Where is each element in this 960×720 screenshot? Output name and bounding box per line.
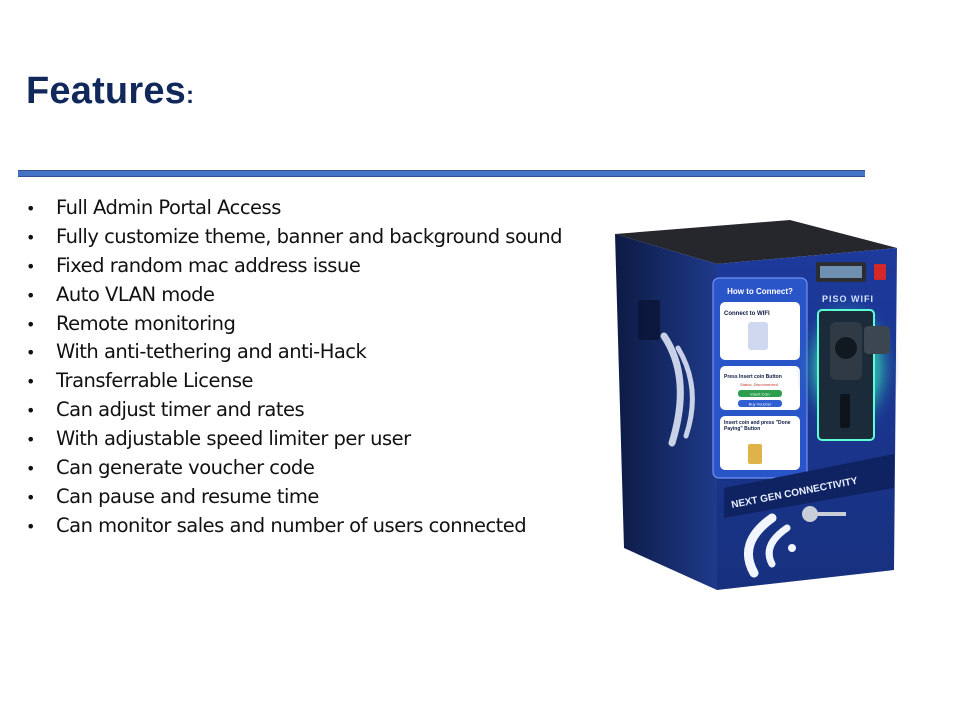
side-speaker-grille — [638, 300, 660, 340]
bullet-icon: • — [26, 343, 35, 363]
feature-text: With anti-tethering and anti-Hack — [56, 340, 367, 364]
feature-text: Fixed random mac address issue — [56, 253, 361, 277]
coin-hand-icon — [748, 444, 762, 464]
svg-text:Press Insert coin Button: Press Insert coin Button — [724, 374, 782, 380]
phone-icon — [748, 322, 768, 350]
feature-text: Fully customize theme, banner and backgr… — [56, 224, 563, 248]
bullet-icon: • — [26, 459, 35, 479]
feature-text: Transferrable License — [56, 369, 254, 393]
feature-text: With adjustable speed limiter per user — [56, 427, 411, 451]
title-divider — [18, 170, 865, 177]
feature-item: • Can pause and resume time — [26, 485, 606, 514]
feature-item: • Full Admin Portal Access — [26, 196, 606, 225]
svg-text:Connect to WIFI: Connect to WIFI — [724, 311, 770, 317]
svg-text:How to Connect?: How to Connect? — [727, 287, 793, 296]
feature-item: • Can monitor sales and number of users c… — [26, 514, 606, 543]
feature-item: • With adjustable speed limiter per user — [26, 427, 606, 456]
feature-text: Auto VLAN mode — [56, 282, 215, 306]
feature-text: Can pause and resume time — [56, 484, 319, 508]
feature-item: • With anti-tethering and anti-Hack — [26, 340, 606, 369]
bullet-icon: • — [26, 487, 35, 507]
feature-item: • Remote monitoring — [26, 312, 606, 341]
bullet-icon: • — [26, 430, 35, 450]
feature-item: • Fixed random mac address issue — [26, 254, 606, 283]
feature-list: • Full Admin Portal Access • Fully customiz… — [26, 196, 606, 543]
feature-item: • Transferrable License — [26, 369, 606, 398]
coin-acceptor — [796, 294, 900, 442]
feature-text: Can monitor sales and number of users co… — [56, 513, 527, 537]
feature-text: Full Admin Portal Access — [56, 196, 281, 219]
feature-text: Can generate voucher code — [56, 456, 315, 480]
instruction-panel: How to Connect? Connect to WIFI Press In… — [712, 277, 808, 479]
machine-side — [615, 234, 717, 590]
power-button — [874, 264, 886, 280]
feature-item: • Can adjust timer and rates — [26, 398, 606, 427]
svg-text:Insert Coin: Insert Coin — [750, 392, 769, 397]
bullet-icon: • — [26, 227, 35, 247]
side-wifi-icon — [660, 332, 695, 447]
feature-item: • Fully customize theme, banner and backg… — [26, 225, 606, 254]
feature-item: • Can generate voucher code — [26, 456, 606, 485]
feature-item: • Auto VLAN mode — [26, 283, 606, 312]
bullet-icon: • — [26, 401, 35, 421]
bullet-icon: • — [26, 314, 35, 334]
svg-text:Buy Voucher: Buy Voucher — [749, 402, 772, 407]
bullet-icon: • — [26, 516, 35, 536]
svg-text:Status: Disconnected: Status: Disconnected — [740, 382, 778, 387]
slide-title: Features: — [26, 70, 195, 112]
bullet-icon: • — [26, 256, 35, 276]
lock-icon — [802, 506, 846, 522]
machine-top — [615, 220, 897, 264]
feature-text: Remote monitoring — [56, 311, 236, 335]
bullet-icon: • — [26, 372, 35, 392]
bullet-icon: • — [26, 199, 35, 218]
bullet-icon: • — [26, 285, 35, 305]
front-wifi-logo — [743, 513, 796, 578]
lcd-display — [816, 262, 866, 282]
feature-text: Can adjust timer and rates — [56, 398, 305, 422]
piso-wifi-machine-image: How to Connect? Connect to WIFI Press In… — [615, 220, 900, 590]
